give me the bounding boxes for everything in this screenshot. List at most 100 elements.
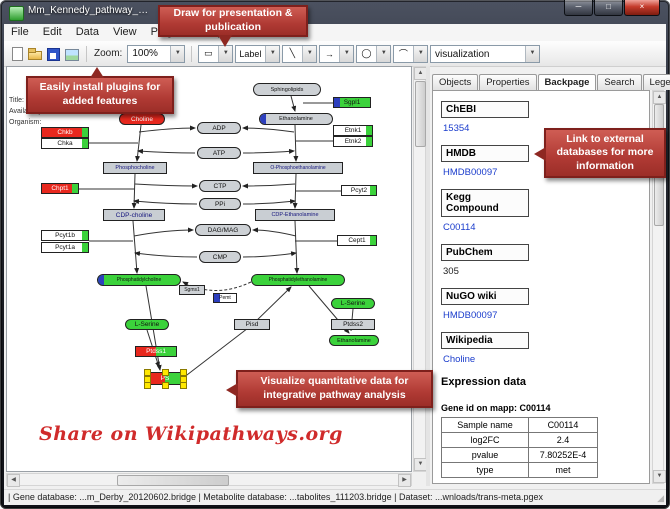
- side-panel: ObjectsPropertiesBackpageSearchLegend Ch…: [430, 66, 670, 486]
- pathway-node-cmp[interactable]: CMP: [199, 251, 241, 263]
- close-button[interactable]: ×: [624, 0, 660, 16]
- arrow-tool-combo[interactable]: →▼: [319, 44, 355, 63]
- chevron-down-icon[interactable]: ▼: [525, 46, 539, 62]
- pathway-canvas[interactable]: Title:Availability:Organism: Sphingolipi…: [6, 66, 412, 472]
- pathway-node-chkb[interactable]: Chkb: [41, 127, 89, 138]
- file-icons: [8, 46, 80, 62]
- pathway-node-ppi[interactable]: PPi: [199, 198, 241, 210]
- pathway-node-atp[interactable]: ATP: [197, 147, 241, 159]
- label-tool-combo[interactable]: Label▼: [235, 44, 281, 63]
- zoom-label: Zoom:: [94, 48, 123, 59]
- resize-grip-icon[interactable]: ◢: [657, 493, 664, 503]
- backpage-link-hmdb[interactable]: HMDB00097: [443, 167, 498, 178]
- datanode-tool-combo[interactable]: ▭▼: [198, 44, 234, 63]
- pathway-edge: [290, 95, 297, 112]
- shape-tool-combo[interactable]: ◯▼: [356, 44, 392, 63]
- minimize-button[interactable]: ─: [564, 0, 593, 16]
- pathway-node-pemt[interactable]: Pemt: [213, 293, 237, 303]
- new-file-icon[interactable]: [9, 46, 25, 62]
- pathway-node-ptdss2[interactable]: Ptdss2: [331, 319, 375, 330]
- pathway-node-sgpl1[interactable]: Sgpl1: [333, 97, 371, 108]
- menu-edit[interactable]: Edit: [42, 26, 62, 38]
- save-icon[interactable]: [45, 46, 61, 62]
- visualization-combo[interactable]: visualization ▼: [430, 45, 540, 63]
- chevron-down-icon[interactable]: ▼: [376, 45, 391, 62]
- selection-handle[interactable]: [162, 382, 169, 389]
- tab-objects[interactable]: Objects: [432, 74, 479, 90]
- pathway-node-ethanolamine[interactable]: Ethanolamine: [259, 113, 333, 125]
- maximize-button[interactable]: □: [594, 0, 623, 16]
- chevron-down-icon[interactable]: ▼: [170, 45, 185, 62]
- arc-tool-combo-icon: ⌒: [398, 49, 408, 59]
- tab-legend[interactable]: Legend: [642, 74, 670, 90]
- pathway-node-o-phosphoethanolamine[interactable]: O-Phosphoethanolamine: [253, 162, 343, 174]
- backpage-header-pubchem: PubChem: [441, 244, 529, 261]
- pathway-node-choline[interactable]: Choline: [119, 113, 165, 125]
- scrollbar-thumb[interactable]: [415, 81, 426, 147]
- image-export-icon[interactable]: [63, 46, 79, 62]
- canvas-vertical-scrollbar[interactable]: ▲ ▼: [413, 66, 427, 472]
- pathway-node-pcyt1a[interactable]: Pcyt1a: [41, 242, 89, 253]
- pathway-node-l-serine[interactable]: L-Serine: [125, 319, 169, 330]
- pathway-node-dag-mag[interactable]: DAG/MAG: [195, 224, 251, 236]
- table-cell: 2.4: [528, 432, 598, 448]
- backpage-link-nugo-wiki[interactable]: HMDB00097: [443, 310, 498, 321]
- tab-backpage[interactable]: Backpage: [537, 74, 597, 91]
- line-tool-combo[interactable]: ╲▼: [282, 44, 318, 63]
- pathway-node-pcyt1b[interactable]: Pcyt1b: [41, 230, 89, 241]
- pathway-node-ctp[interactable]: CTP: [199, 180, 241, 192]
- arc-tool-combo[interactable]: ⌒▼: [393, 44, 429, 63]
- tab-properties[interactable]: Properties: [479, 74, 537, 90]
- pathway-node-ptdss1[interactable]: Ptdss1: [135, 346, 177, 357]
- pathway-node-pcyt2[interactable]: Pcyt2: [341, 185, 377, 196]
- panel-splitter[interactable]: [426, 66, 430, 486]
- backpage-link-kegg-compound[interactable]: C00114: [443, 222, 476, 233]
- table-cell: Sample name: [441, 417, 529, 433]
- selection-handle[interactable]: [162, 369, 169, 376]
- scroll-left-icon[interactable]: ◀: [7, 474, 20, 487]
- chevron-down-icon[interactable]: ▼: [413, 45, 428, 62]
- window-controls: ─□×: [563, 0, 660, 16]
- scroll-down-icon[interactable]: ▼: [653, 470, 666, 483]
- chevron-down-icon[interactable]: ▼: [339, 45, 354, 62]
- selection-handle[interactable]: [144, 382, 151, 389]
- chevron-down-icon[interactable]: ▼: [218, 45, 233, 62]
- pathway-node-l-serine[interactable]: L-Serine: [331, 298, 375, 309]
- menu-view[interactable]: View: [112, 26, 137, 38]
- scrollbar-thumb[interactable]: [117, 475, 229, 486]
- menu-file[interactable]: File: [11, 26, 29, 38]
- pathway-edge: [242, 183, 296, 189]
- pathway-node-cept1[interactable]: Cept1: [337, 235, 377, 246]
- tab-search[interactable]: Search: [597, 74, 642, 90]
- pathway-node-phosphatidylcholine[interactable]: Phosphatidylcholine: [97, 274, 181, 286]
- pathway-node-cdp-choline[interactable]: CDP-choline: [103, 209, 165, 221]
- pathway-node-chpt1[interactable]: Chpt1: [41, 183, 79, 194]
- chevron-down-icon[interactable]: ▼: [265, 45, 280, 62]
- pathway-node-chka[interactable]: Chka: [41, 138, 89, 149]
- pathway-node-pisd[interactable]: Pisd: [234, 319, 270, 330]
- pathway-node-cdp-ethanolamine[interactable]: CDP-Ethanolamine: [255, 209, 335, 221]
- pathway-node-adp[interactable]: ADP: [197, 122, 241, 134]
- table-cell: pvalue: [441, 447, 529, 463]
- zoom-combo[interactable]: 100% ▼: [127, 44, 186, 63]
- selection-handle[interactable]: [180, 382, 187, 389]
- open-file-icon[interactable]: [27, 46, 43, 62]
- toolbar-separator: [86, 45, 87, 62]
- pathway-node-phosphatidylethanolamine[interactable]: Phosphatidylethanolamine: [251, 274, 345, 286]
- scroll-right-icon[interactable]: ▶: [398, 474, 411, 487]
- pathway-node-sgms1[interactable]: Sgms1: [179, 285, 205, 295]
- menu-data[interactable]: Data: [75, 26, 99, 38]
- pathway-node-sphingolipids[interactable]: Sphingolipids: [253, 83, 321, 96]
- backpage-link-chebi[interactable]: 15354: [443, 123, 470, 134]
- status-text: | Gene database: ...m_Derby_20120602.bri…: [8, 492, 544, 502]
- canvas-horizontal-scrollbar[interactable]: ◀ ▶: [6, 473, 412, 487]
- pathway-node-ethanolamine[interactable]: Ethanolamine: [329, 335, 379, 346]
- pathway-node-etnk2[interactable]: Etnk2: [333, 136, 373, 147]
- pathway-node-etnk1[interactable]: Etnk1: [333, 125, 373, 136]
- backpage-link-wikipedia[interactable]: Choline: [443, 354, 476, 365]
- scroll-up-icon[interactable]: ▲: [653, 91, 666, 104]
- pathway-edge: [135, 124, 142, 162]
- pathway-node-phosphocholine[interactable]: Phosphocholine: [103, 162, 167, 174]
- chevron-down-icon[interactable]: ▼: [302, 45, 317, 62]
